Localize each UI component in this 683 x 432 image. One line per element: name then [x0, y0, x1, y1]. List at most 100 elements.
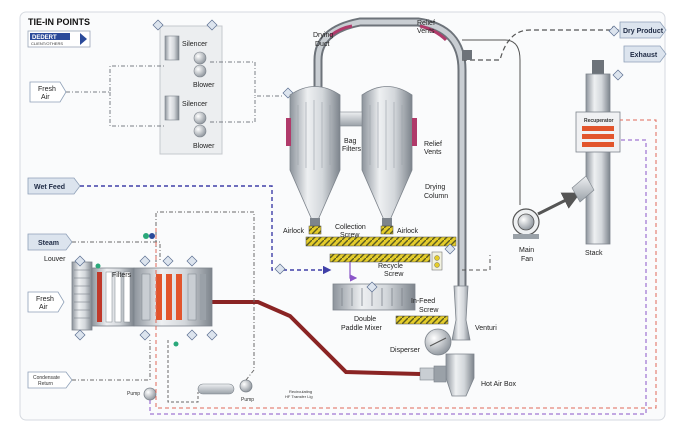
dry-product-line	[462, 26, 620, 61]
recirculating-label-1: Recirculating	[289, 389, 312, 394]
drying-column-label-2: Column	[424, 193, 448, 200]
duct-to-main-fan	[462, 39, 521, 205]
svg-text:Silencer: Silencer	[182, 41, 208, 48]
hot-air-box-label: Hot Air Box	[481, 381, 517, 388]
dedert-logo: DEDERT CLIENT/OTHERS	[27, 30, 91, 48]
bag-filters-label-1: Bag	[344, 138, 357, 145]
relief-vents-side-label-1: Relief	[424, 141, 442, 148]
svg-text:Recuperator: Recuperator	[584, 118, 614, 124]
filters-label: Filters	[112, 272, 132, 279]
bag-filter-bridge	[339, 111, 363, 127]
main-fan-label-1: Main	[519, 247, 534, 254]
tie-in-marker	[274, 263, 286, 275]
thermal-fluid-loop-return	[149, 139, 647, 415]
wet-feed-tag: Wet Feed	[27, 177, 81, 195]
recuperator: Recuperator	[575, 111, 621, 153]
venturi	[451, 285, 471, 341]
steam-line	[72, 241, 161, 262]
airlock-left	[308, 225, 322, 235]
relief-vents-top-label-2: Vents	[417, 28, 435, 35]
relief-vents-side-label-2: Vents	[424, 149, 442, 156]
venturi-label: Venturi	[475, 325, 497, 332]
drying-duct-label-1: Drying	[313, 32, 333, 39]
recycle-screw	[329, 253, 431, 263]
steam-tag: Steam	[27, 233, 73, 251]
recycle-screw-label-1: Recycle	[378, 263, 403, 270]
blower-1: Blower	[193, 51, 215, 89]
diverter-valve	[431, 251, 443, 271]
fresh-air-bottom-tag: Fresh Air	[27, 291, 65, 313]
pump-right-label: Pump	[241, 397, 254, 403]
airlock-left-label: Airlock	[283, 228, 305, 235]
tie-in-marker	[74, 255, 218, 341]
disperser	[424, 328, 452, 356]
silencer-1: Silencer	[164, 35, 208, 61]
fresh-air-lines	[66, 61, 282, 127]
in-feed-screw-label-2: Screw	[419, 307, 439, 314]
recirculating-label-2: HF Transfer Lig	[285, 394, 313, 399]
bag-filter-left	[286, 86, 341, 226]
tie-in-points-title: TIE-IN POINTS	[28, 17, 90, 27]
svg-text:Condensate: Condensate	[33, 375, 60, 381]
dry-product-tag: Dry Product	[619, 21, 667, 39]
in-feed-screw	[395, 315, 449, 325]
airlock-right	[380, 225, 394, 235]
svg-text:CLIENT/OTHERS: CLIENT/OTHERS	[31, 41, 63, 46]
svg-text:Air: Air	[41, 94, 50, 101]
pump-left	[143, 387, 157, 401]
in-feed-screw-label-1: In-Feed	[411, 298, 435, 305]
pump-left-label: Pump	[127, 391, 140, 397]
stack-label: Stack	[585, 250, 603, 257]
heater-coils	[133, 267, 213, 327]
exhaust-tag: Exhaust	[623, 45, 667, 63]
disperser-label: Disperser	[390, 347, 421, 354]
filters	[91, 267, 135, 327]
condensate-line	[72, 340, 151, 381]
diagram-frame	[19, 11, 666, 421]
drying-duct-label-2: Duct	[315, 41, 329, 48]
svg-text:DEDERT: DEDERT	[32, 35, 57, 41]
recycle-return-line	[462, 255, 491, 271]
tie-in-marker	[608, 25, 624, 81]
svg-text:Silencer: Silencer	[182, 101, 208, 108]
heater-return-line	[167, 340, 199, 403]
tie-in-marker	[444, 243, 456, 255]
bag-filter-right	[361, 86, 417, 226]
svg-text:Steam: Steam	[38, 240, 59, 247]
stack	[585, 60, 611, 245]
fresh-air-top-tag: Fresh Air	[29, 81, 67, 103]
wet-feed-line	[80, 185, 332, 275]
collection-screw	[305, 236, 457, 247]
hot-air-box	[419, 353, 475, 397]
airlock-right-label: Airlock	[397, 228, 419, 235]
hot-air-duct	[212, 300, 421, 376]
svg-text:Dry Product: Dry Product	[623, 28, 664, 35]
collection-screw-label-1: Collection	[335, 224, 366, 231]
main-fan-label-2: Fan	[521, 256, 533, 263]
bag-filters-label-2: Filters	[342, 146, 362, 153]
double-paddle-mixer-label-2: Paddle Mixer	[341, 325, 383, 332]
silencer-2: Silencer	[164, 95, 208, 121]
svg-text:Wet Feed: Wet Feed	[34, 184, 65, 191]
fan-to-stack-duct	[537, 192, 581, 216]
svg-text:Blower: Blower	[193, 82, 215, 89]
expansion-tank	[197, 383, 235, 395]
drying-column-label-1: Drying	[425, 184, 445, 191]
svg-text:Fresh: Fresh	[38, 86, 56, 93]
svg-text:Exhaust: Exhaust	[630, 52, 658, 59]
svg-text:Blower: Blower	[193, 143, 215, 150]
blower-2: Blower	[193, 111, 215, 150]
heater-valves	[95, 263, 179, 347]
condensate-return-tag: Condensate Return	[27, 371, 73, 389]
recycle-screw-drop	[349, 262, 358, 282]
svg-text:Fresh: Fresh	[36, 296, 54, 303]
svg-text:Air: Air	[39, 304, 48, 311]
tie-in-marker	[366, 281, 378, 293]
steam-valve	[143, 233, 155, 239]
main-fan	[512, 208, 540, 239]
double-paddle-mixer-label-1: Double	[354, 316, 376, 323]
louver-label: Louver	[44, 256, 66, 263]
recycle-screw-label-2: Screw	[384, 271, 404, 278]
louver	[71, 261, 93, 331]
